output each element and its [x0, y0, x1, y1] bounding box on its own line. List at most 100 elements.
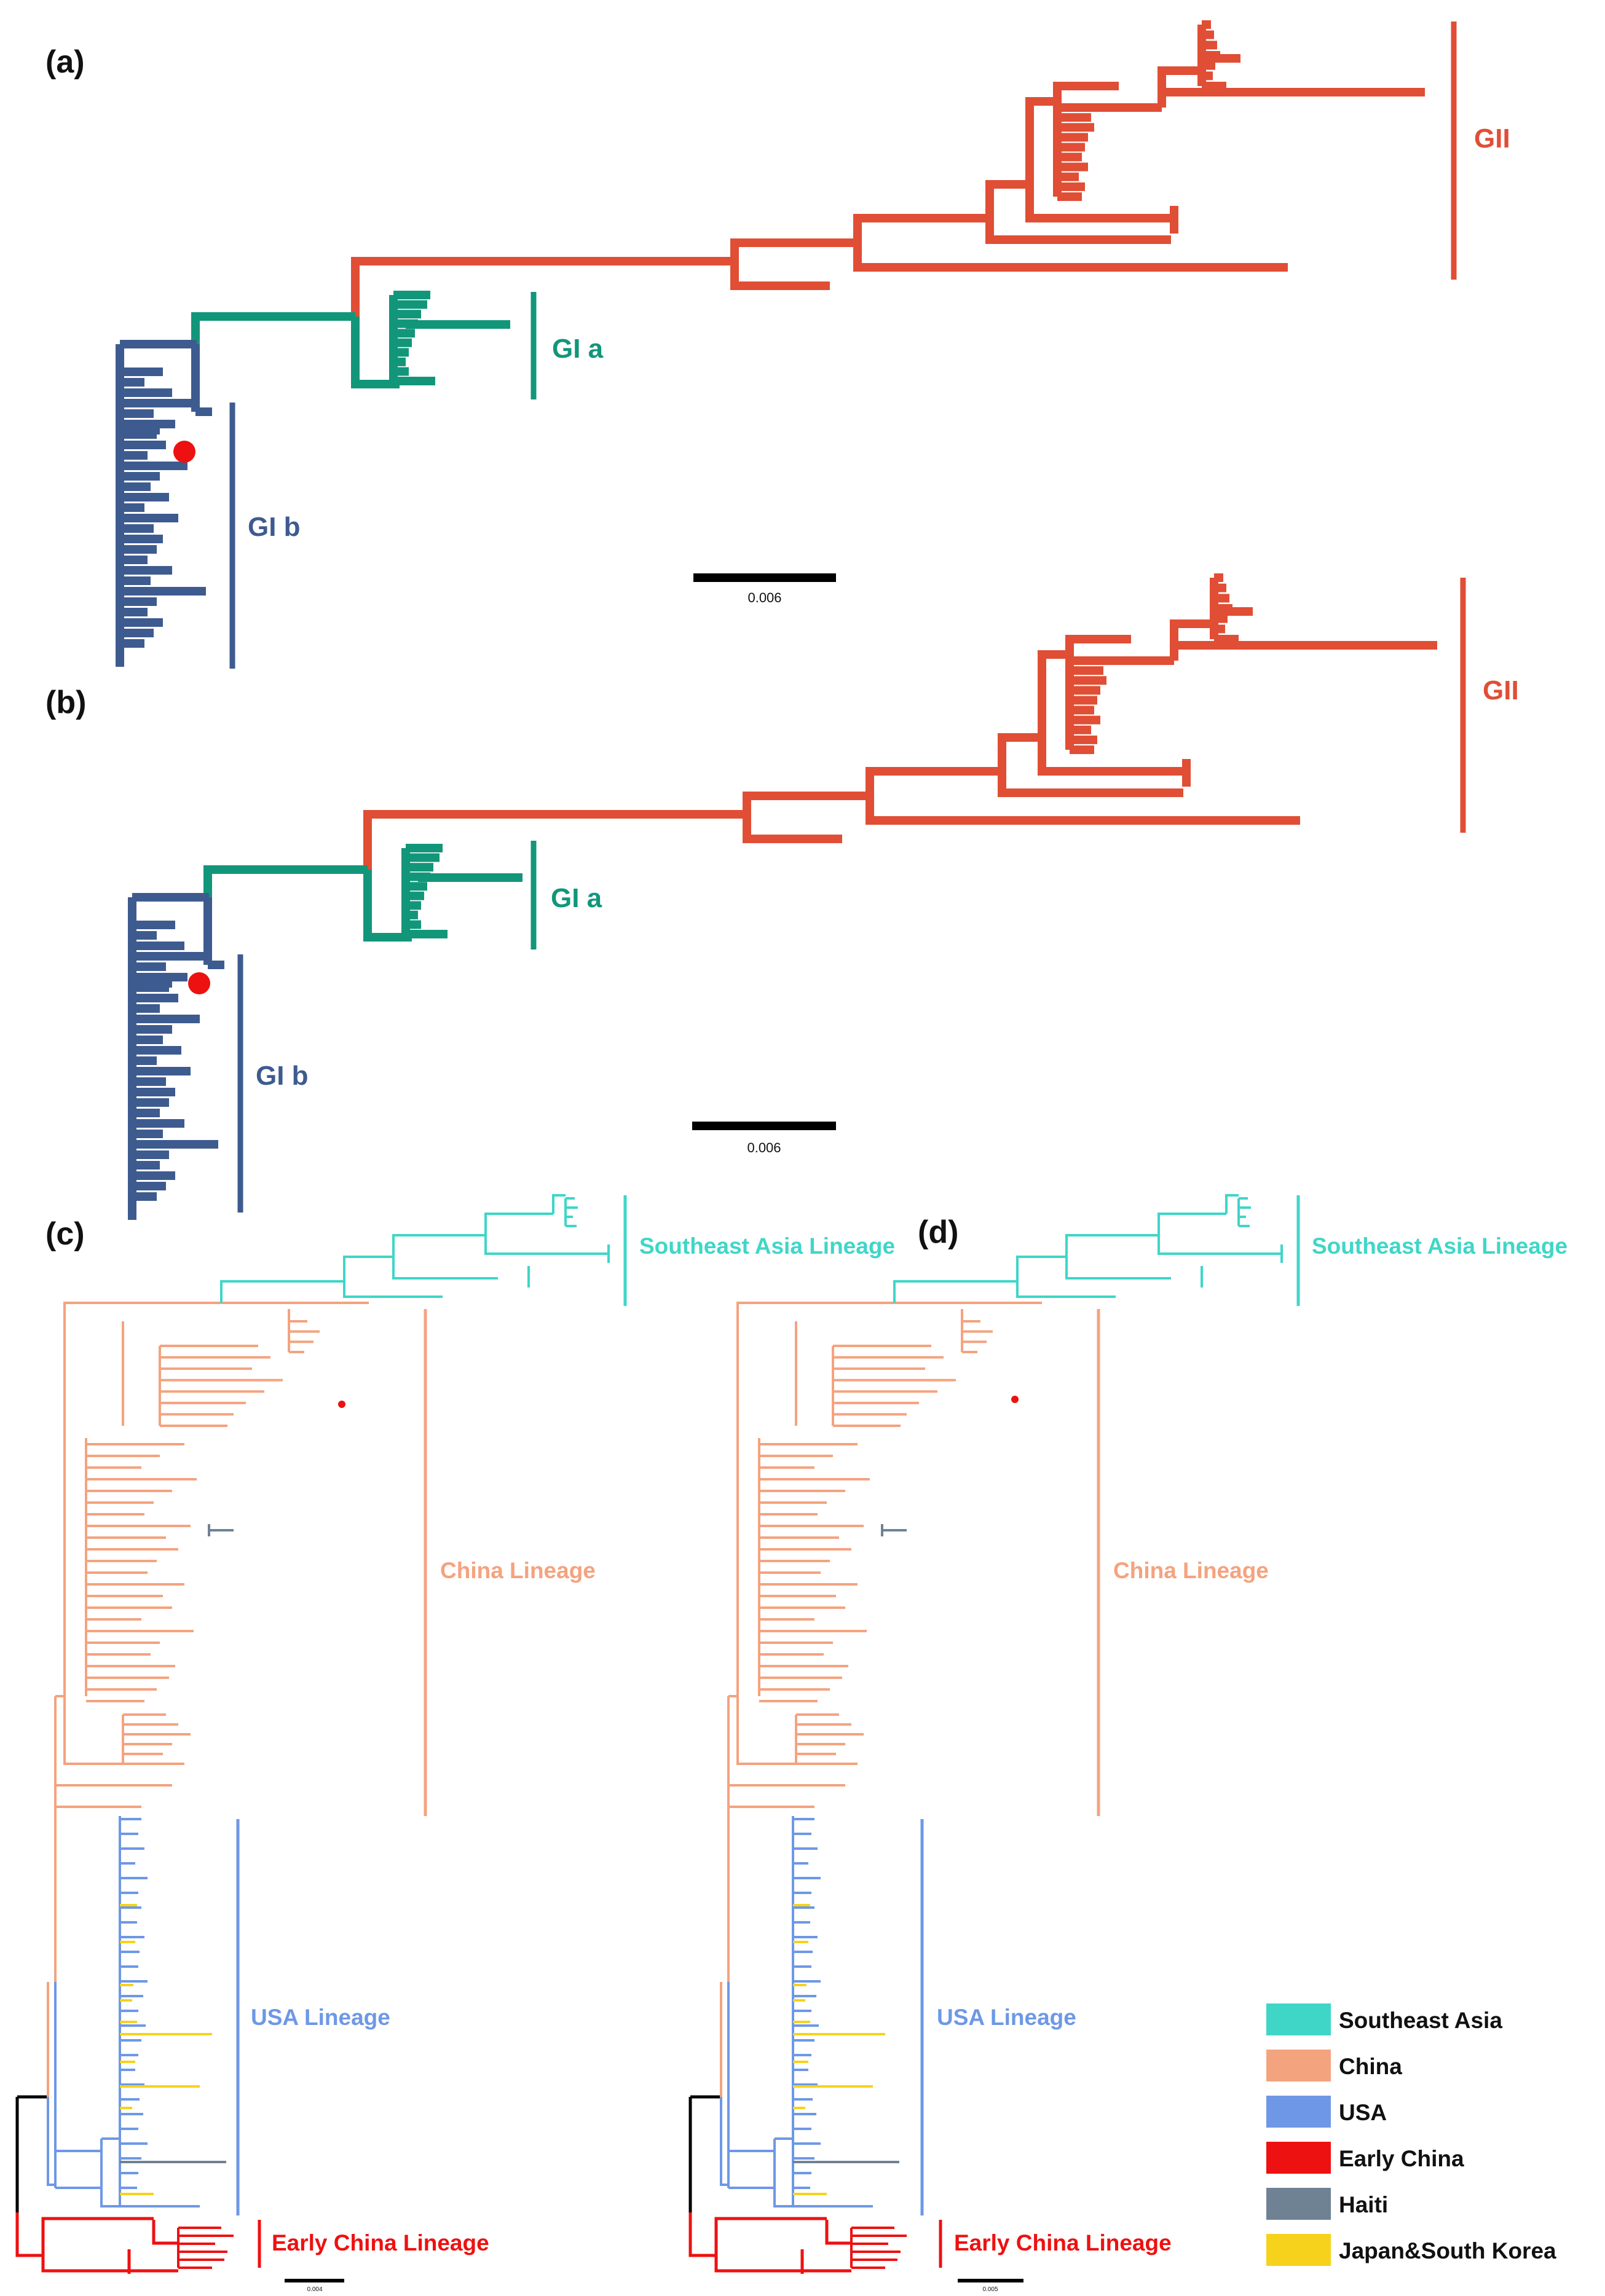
legend-label: Southeast Asia — [1339, 2008, 1502, 2033]
tree-branch — [47, 2097, 55, 2186]
tree-branch — [1038, 650, 1070, 737]
tree-branch — [392, 1234, 486, 1257]
gii-clade-label: GII — [1474, 124, 1510, 154]
panel-a-label: (a) — [45, 44, 85, 80]
scale-bar-value: 0.006 — [747, 590, 781, 605]
lineage-tree-branches — [15, 1194, 610, 2274]
tree-branch — [15, 2212, 43, 2257]
tree-branch — [1065, 1257, 1171, 1280]
gia-clade-label: GI a — [551, 883, 602, 913]
legend-swatch — [1266, 2142, 1331, 2174]
tree-branch — [343, 1256, 393, 1281]
tree-branch — [1053, 82, 1119, 108]
legend-item-usa: USA — [1266, 2096, 1387, 2128]
tree-branch — [63, 1696, 123, 1765]
tree-branch — [714, 2255, 851, 2273]
tree-branch — [866, 796, 1300, 825]
tree-branch — [688, 2212, 716, 2257]
tree-branch — [152, 2220, 178, 2245]
gia-clade-branches — [203, 844, 523, 942]
legend-item-southeast-asia: Southeast Asia — [1266, 2003, 1502, 2035]
panel-d-label: (d) — [918, 1214, 958, 1250]
gib-clade-label: GI b — [248, 512, 301, 542]
tree-branch — [743, 792, 870, 814]
china-lineage-label: China Lineage — [1113, 1558, 1269, 1583]
gii-clade-branches — [351, 20, 1425, 316]
tree-branch — [743, 814, 842, 843]
tree-branch — [714, 2217, 827, 2255]
panel-b-label: (b) — [45, 685, 86, 720]
early-china-lineage-label: Early China Lineage — [272, 2230, 489, 2255]
tree-branch — [730, 238, 858, 261]
southeast-asia-lineage-label: Southeast Asia Lineage — [639, 1233, 895, 1259]
tree-branch — [351, 257, 735, 316]
tree-branch — [392, 1257, 498, 1280]
usa-lineage-label: USA Lineage — [937, 2005, 1076, 2030]
panel-a-tree: (a) GII GI a GI b 0.006 — [45, 20, 1510, 669]
gia-clade-branches — [191, 291, 510, 388]
china-lineage-label: China Lineage — [440, 1558, 596, 1583]
sample-marker — [1011, 1396, 1019, 1403]
tree-branch — [484, 1235, 609, 1255]
tree-branch — [1016, 1281, 1116, 1298]
tree-branch — [41, 2255, 178, 2273]
tree-branch — [1065, 635, 1131, 661]
tree-branch — [893, 1280, 1017, 1303]
sample-marker — [338, 1401, 345, 1408]
panel-b-tree: (b) GII GI a GI b 0.006 — [45, 573, 1519, 1220]
tree-branch — [1025, 97, 1057, 184]
tree-branch — [41, 2217, 154, 2255]
tree-branch — [985, 180, 1030, 218]
tree-branch — [1170, 619, 1214, 661]
tree-branch — [866, 767, 1002, 796]
tree-branch — [730, 261, 830, 290]
gib-clade-branches — [116, 340, 212, 667]
scale-bar-value: 0.005 — [982, 2286, 998, 2293]
tree-branch — [985, 218, 1171, 244]
tree-branch — [998, 771, 1183, 797]
legend-swatch — [1266, 2188, 1331, 2220]
tree-branch — [998, 733, 1042, 771]
gib-clade-branches — [128, 893, 224, 1220]
lineage-tree-branches — [688, 1194, 1283, 2274]
gia-clade-label: GI a — [552, 334, 604, 364]
tree-branch — [1157, 1213, 1226, 1235]
legend-item-china: China — [1266, 2050, 1402, 2082]
legend-item-haiti: Haiti — [1266, 2188, 1388, 2220]
tree-branch — [727, 1785, 814, 1808]
legend-swatch — [1266, 2050, 1331, 2082]
scale-bar-value: 0.006 — [747, 1140, 781, 1155]
gii-clade-branches — [363, 573, 1437, 870]
scale-bar-value: 0.004 — [307, 2286, 322, 2293]
tree-branch — [853, 214, 990, 243]
legend-swatch — [1266, 2234, 1331, 2266]
legend-item-japan-south-korea: Japan&South Korea — [1266, 2234, 1556, 2266]
tree-branch — [825, 2220, 851, 2245]
tree-branch — [1025, 184, 1174, 222]
tree-branch — [552, 1194, 566, 1214]
tree-branch — [1225, 1194, 1239, 1214]
tree-branch — [1038, 737, 1186, 776]
gib-clade-label: GI b — [256, 1061, 309, 1091]
tree-branch — [1157, 66, 1202, 108]
usa-lineage-label: USA Lineage — [251, 2005, 390, 2030]
tree-branch — [220, 1280, 344, 1303]
sample-marker — [188, 972, 210, 994]
legend-label: USA — [1339, 2100, 1387, 2125]
early-china-lineage-label: Early China Lineage — [954, 2230, 1172, 2255]
tree-branch — [1016, 1256, 1067, 1281]
tree-branch — [853, 243, 1288, 272]
tree-branch — [484, 1213, 553, 1235]
tree-branch — [203, 865, 368, 897]
gii-clade-label: GII — [1483, 675, 1519, 706]
legend-item-early-china: Early China — [1266, 2142, 1464, 2174]
panel-d-tree: (d) Southeast Asia Lineage China Lineage… — [688, 1194, 1568, 2293]
legend-swatch — [1266, 2096, 1331, 2128]
tree-branch — [54, 1785, 141, 1808]
legend-label: Japan&South Korea — [1339, 2238, 1556, 2263]
legend-label: Early China — [1339, 2146, 1464, 2171]
tree-branch — [363, 870, 412, 942]
panel-c-label: (c) — [45, 1216, 85, 1252]
legend: Southeast Asia China USA Early China Hai… — [1266, 2003, 1556, 2266]
